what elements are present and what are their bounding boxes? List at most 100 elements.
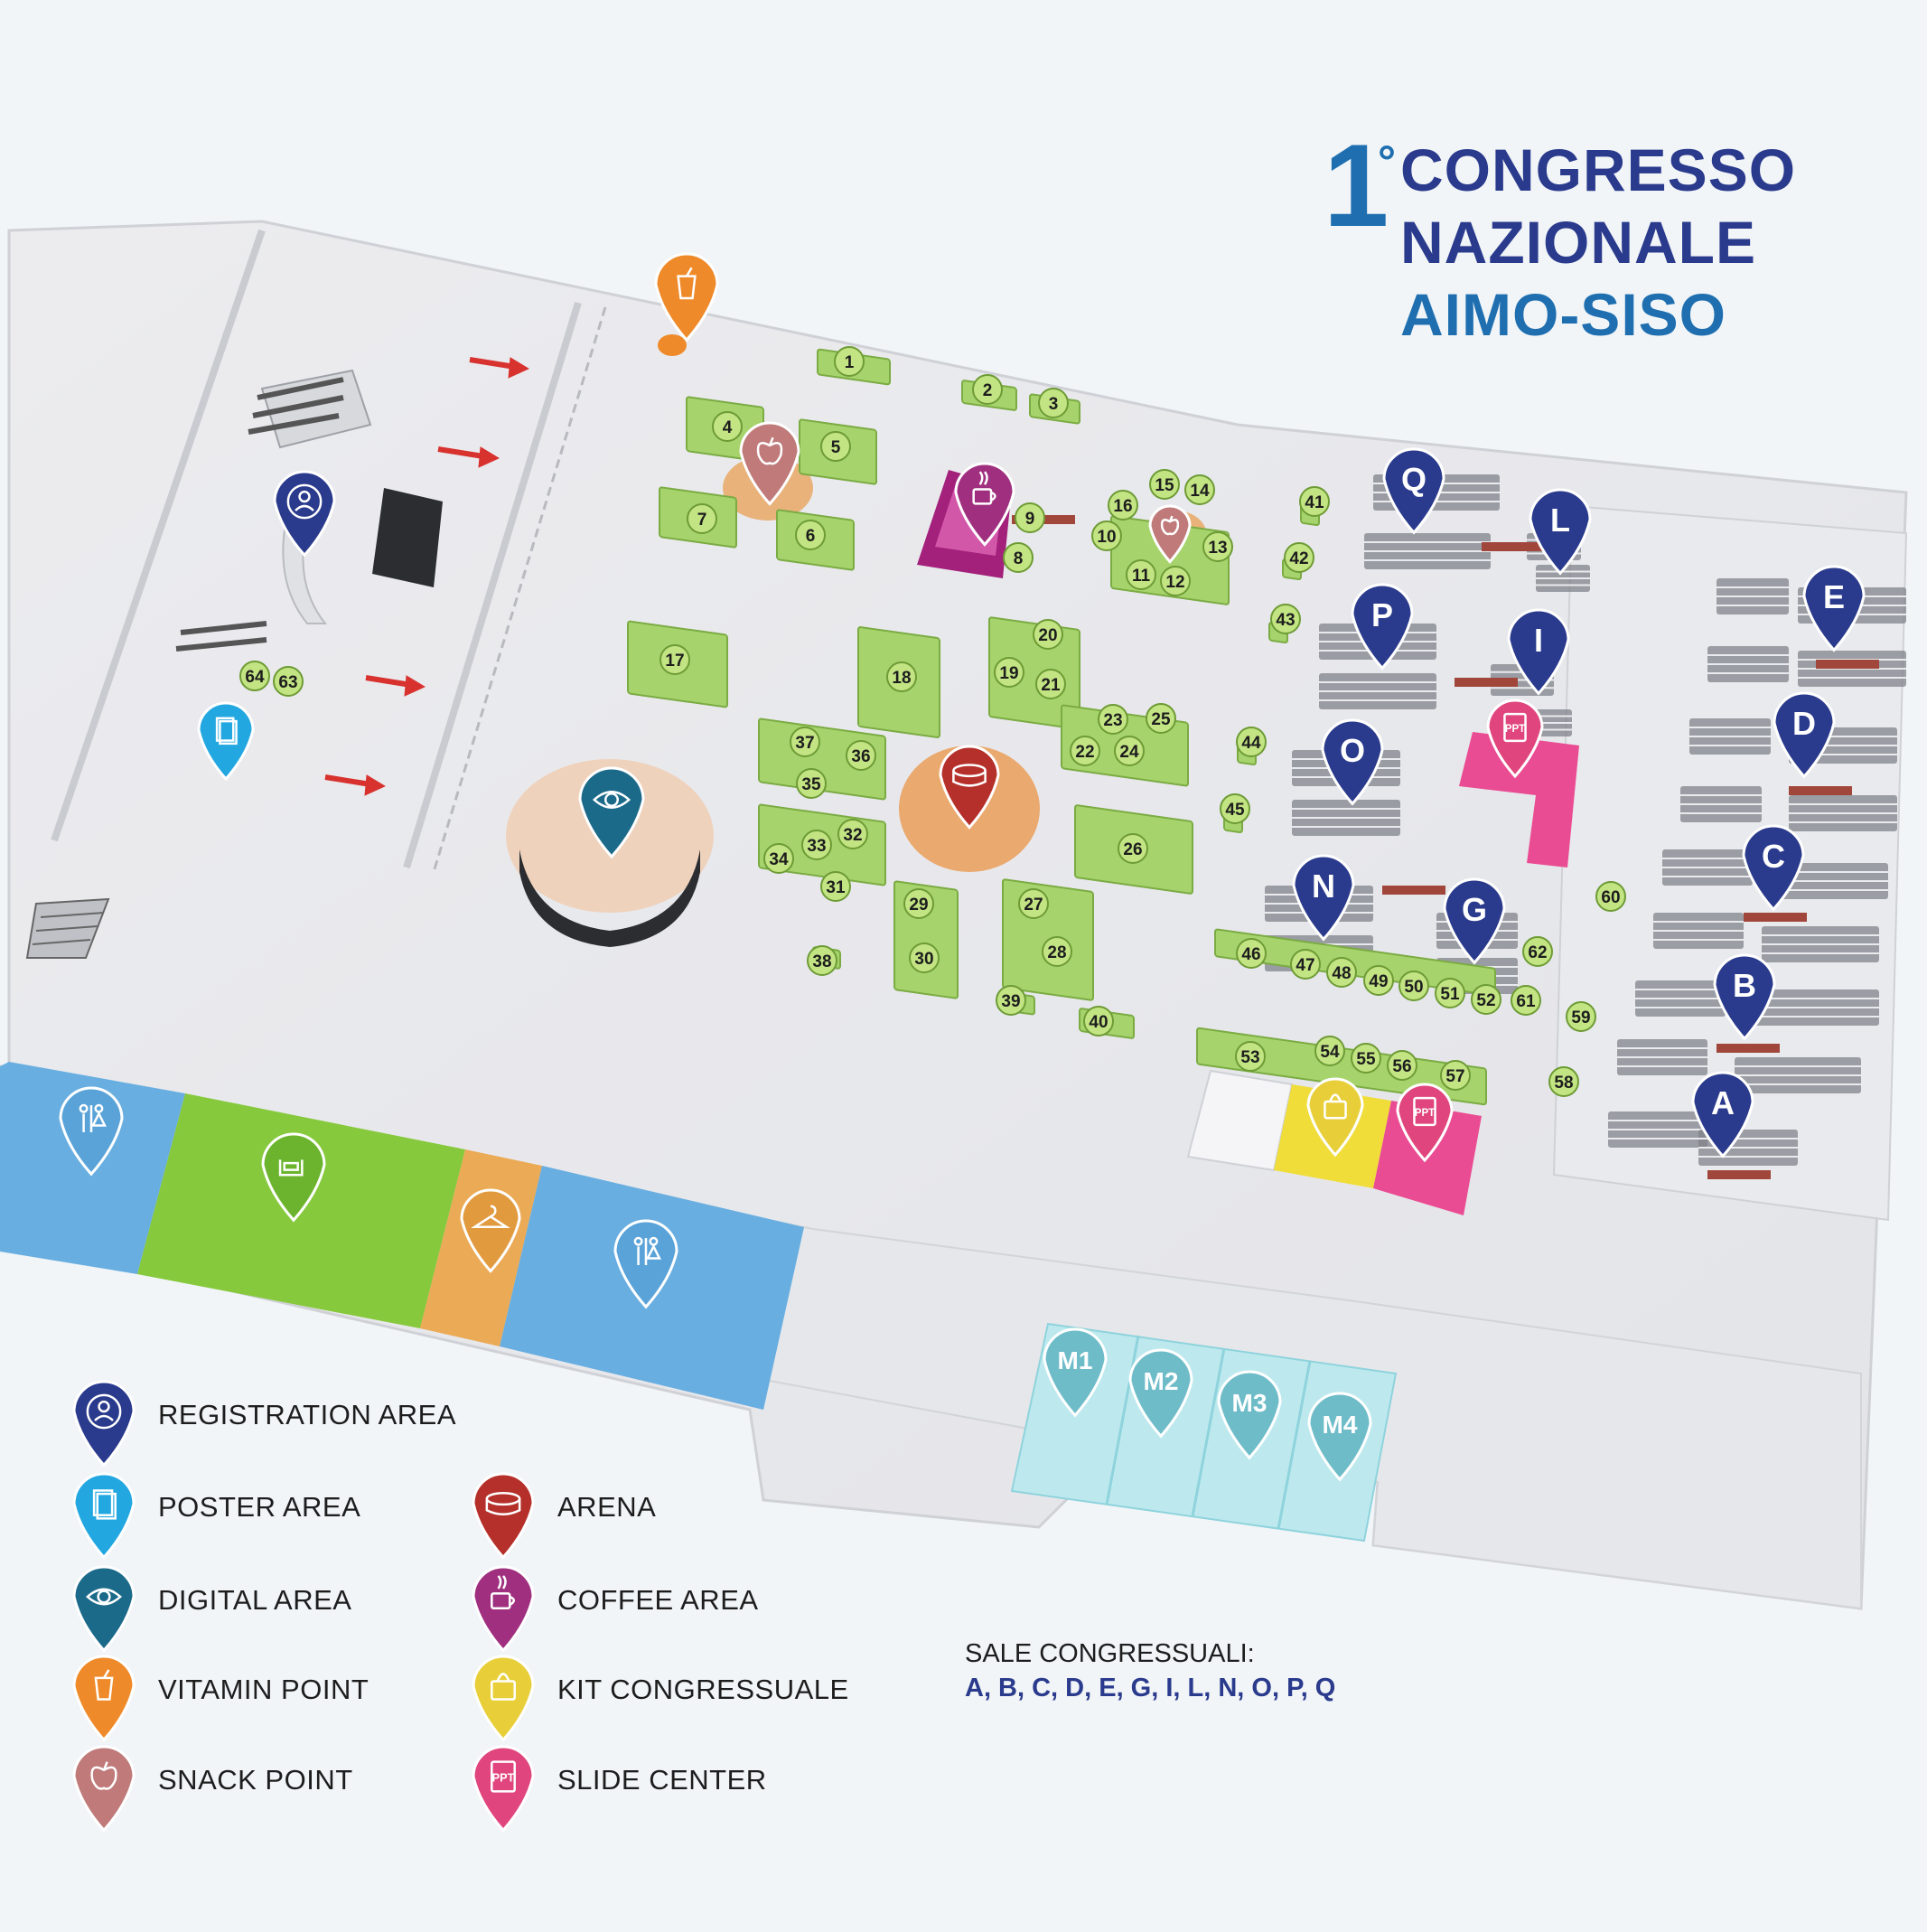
booth-marker-50[interactable]: 50	[1398, 971, 1429, 1001]
booth-marker-10[interactable]: 10	[1091, 521, 1122, 551]
restroom-pin-2[interactable]	[613, 1219, 678, 1309]
slide-center-pin-2[interactable]: PPT	[1396, 1083, 1454, 1163]
digital-area-pin[interactable]	[578, 766, 645, 859]
kit-congressuale-pin[interactable]	[1306, 1077, 1364, 1158]
booth-marker-6[interactable]: 6	[795, 520, 826, 550]
booth-marker-28[interactable]: 28	[1042, 936, 1072, 967]
meeting-room-pin-M2[interactable]: M2	[1128, 1348, 1193, 1439]
booth-marker-37[interactable]: 37	[790, 727, 820, 757]
booth-marker-13[interactable]: 13	[1202, 531, 1233, 562]
booth-marker-12[interactable]: 12	[1160, 566, 1191, 596]
booth-marker-39[interactable]: 39	[996, 985, 1026, 1016]
booth-marker-25[interactable]: 25	[1146, 703, 1176, 734]
booth-marker-4[interactable]: 4	[712, 411, 743, 442]
room-pin-N[interactable]: N	[1292, 854, 1355, 942]
room-pin-I[interactable]: I	[1507, 608, 1570, 696]
booth-marker-30[interactable]: 30	[909, 943, 940, 973]
booth-marker-20[interactable]: 20	[1033, 619, 1063, 650]
room-pin-Q[interactable]: Q	[1382, 447, 1445, 535]
booth-marker-16[interactable]: 16	[1108, 490, 1138, 521]
booth-marker-27[interactable]: 27	[1018, 888, 1049, 919]
room-pin-D[interactable]: D	[1773, 691, 1836, 779]
room-pin-G[interactable]: G	[1443, 877, 1506, 965]
booth-marker-17[interactable]: 17	[659, 644, 690, 675]
booth-marker-9[interactable]: 9	[1015, 502, 1045, 533]
lounge-pin[interactable]	[261, 1132, 326, 1223]
room-pin-B[interactable]: B	[1713, 953, 1776, 1041]
booth-marker-24[interactable]: 24	[1114, 736, 1145, 766]
booth-marker-61[interactable]: 61	[1511, 985, 1541, 1016]
booth-marker-53[interactable]: 53	[1235, 1041, 1266, 1072]
booth-marker-14[interactable]: 14	[1184, 474, 1215, 505]
booth-marker-23[interactable]: 23	[1098, 704, 1128, 735]
booth-number: 17	[665, 652, 684, 671]
booth-marker-60[interactable]: 60	[1595, 881, 1626, 912]
stage-bar	[1717, 1044, 1780, 1053]
booth-marker-21[interactable]: 21	[1035, 669, 1066, 699]
bag-icon	[1324, 1093, 1347, 1120]
booth-marker-15[interactable]: 15	[1149, 469, 1180, 500]
arena-pin[interactable]	[939, 745, 1000, 830]
booth-marker-51[interactable]: 51	[1435, 978, 1465, 1008]
booth-marker-3[interactable]: 3	[1038, 388, 1069, 418]
booth-marker-35[interactable]: 35	[796, 768, 827, 799]
restroom-pin-1[interactable]	[59, 1086, 124, 1177]
booth-marker-44[interactable]: 44	[1236, 727, 1267, 757]
booth-marker-64[interactable]: 64	[239, 661, 270, 691]
stage-bar	[1744, 913, 1807, 922]
booth-marker-52[interactable]: 52	[1471, 984, 1501, 1015]
booth-marker-48[interactable]: 48	[1326, 957, 1357, 988]
booth-marker-32[interactable]: 32	[837, 819, 868, 849]
booth-marker-49[interactable]: 49	[1363, 965, 1394, 996]
booth-marker-5[interactable]: 5	[820, 431, 851, 462]
booth-marker-42[interactable]: 42	[1284, 542, 1314, 573]
title-ordinal: °	[1378, 136, 1396, 187]
booth-marker-56[interactable]: 56	[1387, 1050, 1417, 1081]
booth-marker-63[interactable]: 63	[273, 666, 304, 697]
vitamin-point-pin[interactable]	[654, 252, 719, 342]
booth-marker-33[interactable]: 33	[801, 830, 832, 860]
booth-marker-29[interactable]: 29	[903, 888, 934, 919]
meeting-room-pin-M3[interactable]: M3	[1217, 1370, 1282, 1460]
booth-marker-41[interactable]: 41	[1299, 486, 1330, 517]
room-pin-O[interactable]: O	[1321, 718, 1384, 806]
booth-marker-22[interactable]: 22	[1070, 736, 1100, 766]
booth-marker-40[interactable]: 40	[1083, 1006, 1114, 1036]
room-pin-E[interactable]: E	[1802, 565, 1866, 652]
coffee-area-pin[interactable]	[954, 462, 1015, 547]
booth-marker-18[interactable]: 18	[886, 661, 917, 692]
booth-marker-57[interactable]: 57	[1440, 1060, 1471, 1091]
room-pin-A[interactable]: A	[1691, 1071, 1754, 1158]
booth-marker-7[interactable]: 7	[687, 503, 717, 534]
snack-point-pin-1[interactable]	[739, 421, 800, 506]
booth-marker-45[interactable]: 45	[1220, 793, 1250, 824]
meeting-room-pin-M4[interactable]: M4	[1307, 1392, 1372, 1482]
room-pin-P[interactable]: P	[1351, 583, 1414, 671]
room-pin-L[interactable]: L	[1529, 488, 1592, 576]
booth-marker-38[interactable]: 38	[807, 945, 837, 976]
booth-marker-31[interactable]: 31	[820, 871, 851, 902]
booth-marker-8[interactable]: 8	[1003, 542, 1034, 573]
booth-marker-36[interactable]: 36	[846, 740, 876, 771]
cloakroom-pin[interactable]	[460, 1188, 521, 1273]
registration-area-pin[interactable]	[273, 470, 336, 558]
slide-center-pin-1[interactable]: PPT	[1486, 699, 1544, 779]
booth-marker-2[interactable]: 2	[972, 374, 1003, 405]
booth-marker-47[interactable]: 47	[1290, 949, 1321, 980]
room-pin-C[interactable]: C	[1742, 824, 1805, 912]
booth-marker-34[interactable]: 34	[763, 843, 794, 874]
booth-marker-46[interactable]: 46	[1236, 938, 1267, 969]
snack-point-pin-2[interactable]	[1148, 504, 1192, 564]
meeting-room-pin-M1[interactable]: M1	[1043, 1327, 1108, 1418]
booth-marker-11[interactable]: 11	[1126, 559, 1156, 590]
poster-area-pin[interactable]	[197, 701, 255, 782]
booth-marker-59[interactable]: 59	[1566, 1001, 1596, 1032]
booth-marker-55[interactable]: 55	[1351, 1043, 1381, 1074]
booth-marker-58[interactable]: 58	[1548, 1066, 1579, 1097]
booth-marker-54[interactable]: 54	[1314, 1036, 1345, 1066]
booth-marker-1[interactable]: 1	[834, 346, 865, 377]
booth-marker-19[interactable]: 19	[994, 657, 1024, 688]
booth-marker-26[interactable]: 26	[1118, 833, 1148, 864]
booth-marker-62[interactable]: 62	[1522, 936, 1553, 967]
booth-marker-43[interactable]: 43	[1270, 604, 1301, 634]
